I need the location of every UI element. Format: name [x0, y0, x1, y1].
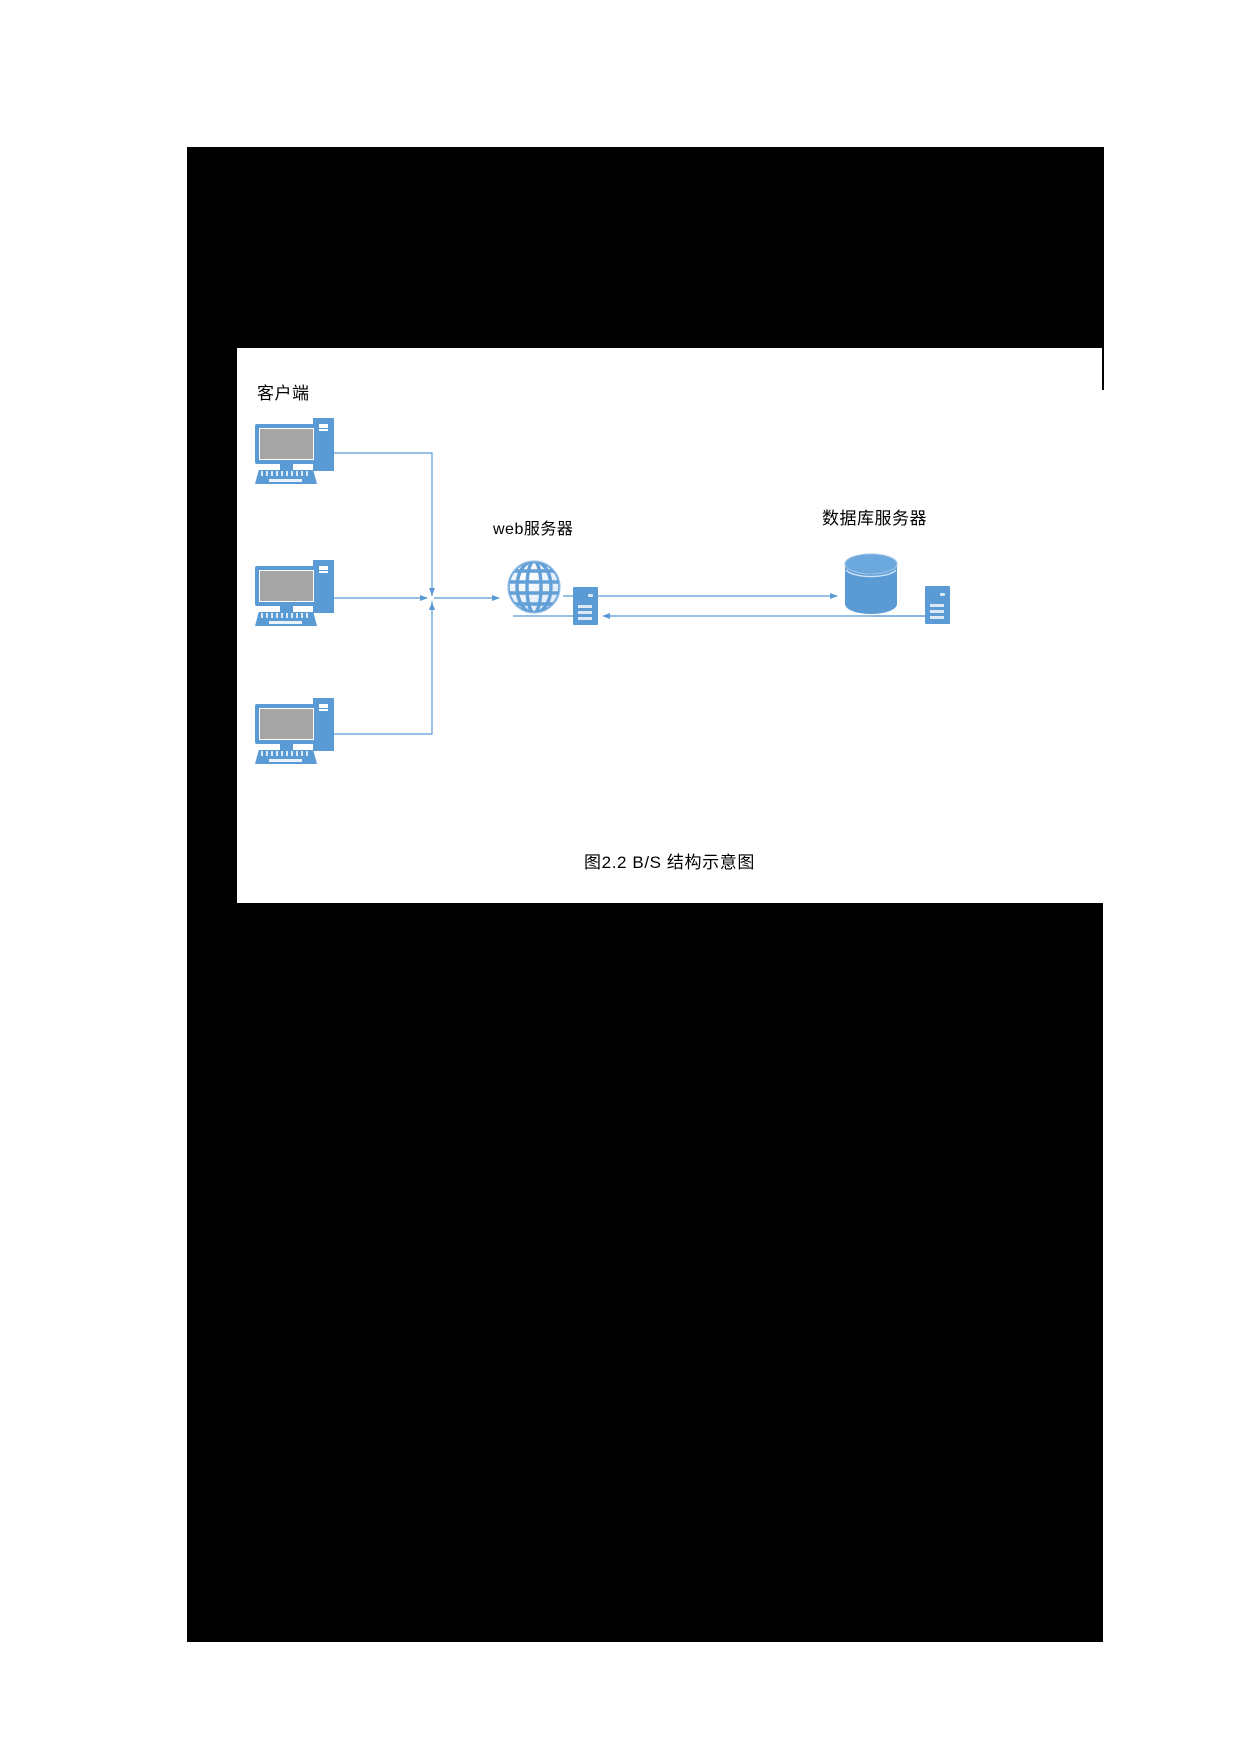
keyboard-spacebar — [269, 759, 302, 762]
computer-screen — [259, 708, 314, 740]
computer-stand — [280, 744, 293, 750]
connector-wires — [334, 452, 925, 735]
server-slot — [930, 616, 944, 619]
redacted-text-block-bottom — [187, 903, 1103, 1642]
wire-client3-to-junction — [334, 601, 433, 735]
keyboard-keys — [261, 751, 311, 757]
client-computer-icon[interactable] — [255, 560, 343, 628]
server-indicator-icon — [940, 593, 945, 596]
computer-monitor — [255, 704, 318, 744]
computer-drive-icon — [318, 703, 330, 712]
computer-drive-icon — [318, 565, 330, 574]
client-computer-icon[interactable] — [255, 698, 343, 766]
server-slot — [578, 617, 592, 620]
server-slot — [578, 605, 592, 608]
figure-caption: 图2.2 B/S 结构示意图 — [584, 853, 755, 872]
label-web-server: web服务器 — [493, 521, 574, 538]
database-cylinder-icon[interactable] — [843, 553, 899, 615]
keyboard-spacebar — [269, 479, 302, 482]
redacted-text-block-left-margin — [187, 390, 237, 903]
server-slot — [930, 610, 944, 613]
wire-client1-to-junction — [334, 452, 433, 596]
computer-stand — [280, 606, 293, 612]
keyboard-spacebar — [269, 621, 302, 624]
web-server-box[interactable] — [573, 587, 598, 625]
client-computer-icon[interactable] — [255, 418, 343, 486]
label-client: 客户端 — [257, 384, 310, 403]
database-server-box[interactable] — [925, 586, 950, 624]
label-database-server: 数据库服务器 — [822, 509, 927, 528]
server-slot — [578, 611, 592, 614]
server-indicator-icon — [588, 594, 593, 597]
computer-stand — [280, 464, 293, 470]
keyboard-keys — [261, 613, 311, 619]
computer-screen — [259, 428, 314, 460]
computer-screen — [259, 570, 314, 602]
computer-monitor — [255, 424, 318, 464]
computer-monitor — [255, 566, 318, 606]
computer-drive-icon — [318, 423, 330, 432]
figure-panel: 客户端 — [237, 348, 1102, 903]
globe-icon[interactable] — [505, 558, 563, 616]
keyboard-keys — [261, 471, 311, 477]
server-slot — [930, 604, 944, 607]
